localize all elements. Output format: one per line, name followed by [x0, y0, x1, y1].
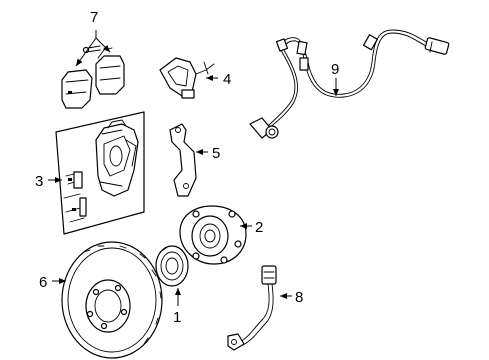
wheel-hub: [179, 205, 247, 265]
callout-6: 6: [39, 274, 47, 291]
callout-5: 5: [212, 145, 220, 162]
callout-4: 4: [223, 71, 231, 88]
callout-7: 7: [90, 9, 98, 26]
brake-rotor: [61, 241, 163, 359]
callout-2: 2: [255, 219, 263, 236]
callout-9: 9: [331, 61, 339, 78]
callout-8: 8: [295, 289, 303, 306]
wheel-bearing: [155, 245, 189, 287]
brake-bracket: [169, 123, 197, 197]
brake-pads: [61, 45, 125, 109]
wear-sensor-clip: [159, 57, 215, 99]
brake-hose: [227, 265, 277, 351]
brake-caliper: [55, 111, 145, 235]
wheel-speed-sensor: [249, 29, 450, 139]
callout-1: 1: [173, 309, 181, 326]
callout-3: 3: [35, 173, 43, 190]
